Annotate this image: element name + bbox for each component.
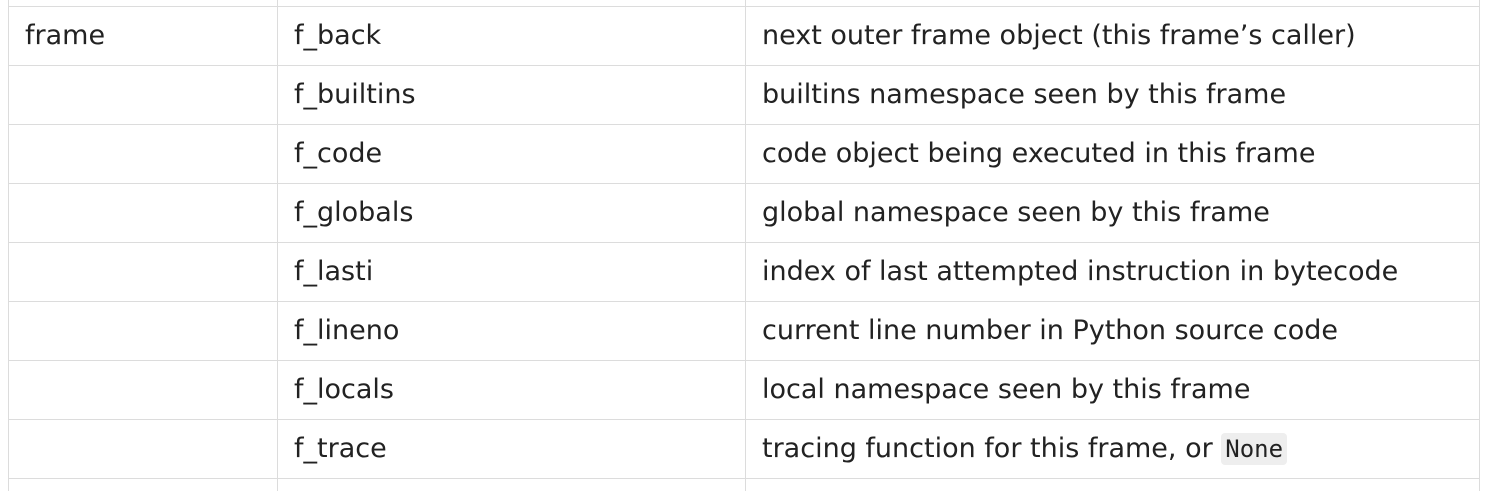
attribute-cell: f_globals [278,184,746,243]
table-row: f_code code object being executed in thi… [9,125,1480,184]
description-cell: index of last attempted instruction in b… [746,243,1480,302]
table-row: f_locals local namespace seen by this fr… [9,361,1480,420]
attribute-cell: f_locals [278,361,746,420]
table-row-partial-bottom [9,479,1480,491]
table-row: f_builtins builtins namespace seen by th… [9,66,1480,125]
table-cell [746,479,1480,491]
description-cell: current line number in Python source cod… [746,302,1480,361]
type-cell [9,361,278,420]
description-cell: code object being executed in this frame [746,125,1480,184]
description-cell: local namespace seen by this frame [746,361,1480,420]
none-literal: None [1221,433,1287,465]
description-cell: global namespace seen by this frame [746,184,1480,243]
table-row: f_lineno current line number in Python s… [9,302,1480,361]
table-cell [9,479,278,491]
type-cell [9,184,278,243]
table-row: f_lasti index of last attempted instruct… [9,243,1480,302]
description-text: tracing function for this frame, or [762,433,1221,464]
type-cell [9,66,278,125]
attribute-cell: f_builtins [278,66,746,125]
attribute-table-container: frame f_back next outer frame object (th… [8,0,1479,491]
attribute-cell: f_lasti [278,243,746,302]
attribute-cell: f_trace [278,420,746,479]
table-row: frame f_back next outer frame object (th… [9,7,1480,66]
description-cell: next outer frame object (this frame’s ca… [746,7,1480,66]
attribute-cell: f_back [278,7,746,66]
type-cell [9,420,278,479]
type-cell: frame [9,7,278,66]
attribute-table: frame f_back next outer frame object (th… [8,0,1480,491]
type-cell [9,125,278,184]
description-cell: builtins namespace seen by this frame [746,66,1480,125]
attribute-cell: f_code [278,125,746,184]
table-cell [278,479,746,491]
type-cell [9,243,278,302]
type-cell [9,302,278,361]
attribute-cell: f_lineno [278,302,746,361]
table-row: f_trace tracing function for this frame,… [9,420,1480,479]
table-row: f_globals global namespace seen by this … [9,184,1480,243]
description-cell: tracing function for this frame, or None [746,420,1480,479]
